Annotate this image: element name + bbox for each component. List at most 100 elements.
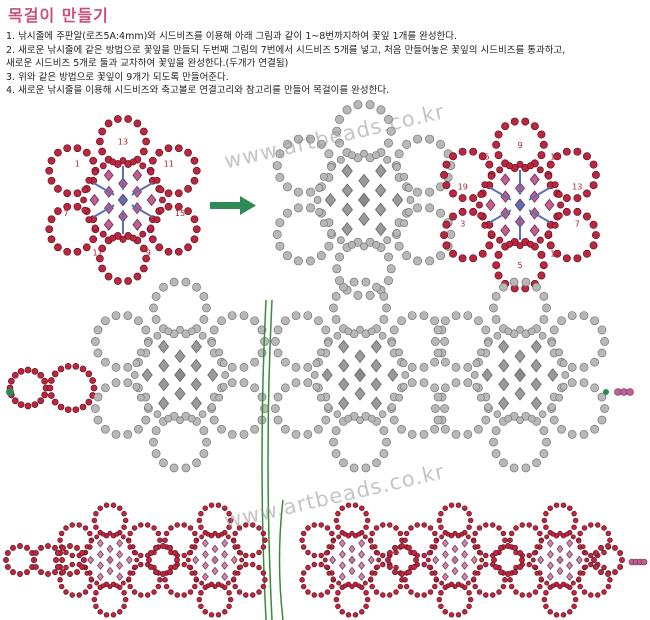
seed-bead	[84, 544, 90, 550]
seed-bead	[141, 325, 151, 335]
bicone-crystal	[341, 183, 354, 198]
seed-bead	[570, 534, 576, 540]
seed-bead	[527, 414, 536, 423]
seed-bead	[557, 530, 563, 536]
seed-bead	[85, 398, 93, 406]
bicone-crystal	[451, 544, 459, 554]
seed-bead	[356, 416, 364, 425]
seed-bead	[324, 241, 334, 251]
bicone-crystal	[106, 555, 114, 565]
petal-step-label: 15	[480, 152, 490, 161]
seed-bead	[478, 249, 487, 258]
seed-bead	[250, 383, 260, 393]
seed-bead	[507, 577, 513, 583]
seed-bead	[199, 426, 209, 435]
seed-bead	[24, 366, 32, 374]
seed-bead	[403, 583, 410, 590]
seed-bead	[481, 221, 489, 229]
bicone-crystal	[374, 183, 387, 198]
bicone-crystal	[348, 555, 356, 565]
seed-bead	[138, 552, 144, 559]
seed-bead	[436, 208, 446, 218]
seed-bead	[539, 292, 549, 301]
seed-bead	[363, 524, 369, 530]
seed-bead	[406, 196, 415, 204]
seed-bead	[181, 463, 191, 473]
seed-bead	[239, 362, 249, 372]
seed-bead	[181, 592, 187, 598]
seed-bead	[91, 517, 98, 524]
seed-bead	[199, 534, 205, 540]
seed-bead	[439, 580, 445, 586]
seed-bead	[368, 538, 374, 544]
bicone-crystal	[230, 555, 238, 565]
seed-bead	[163, 583, 170, 590]
seed-bead	[440, 231, 449, 240]
seed-bead	[543, 603, 549, 610]
seed-bead	[93, 392, 103, 402]
seed-bead	[429, 544, 435, 550]
petal-step-label: 13	[118, 138, 128, 147]
seed-bead	[459, 583, 465, 589]
seed-bead	[413, 203, 423, 213]
seed-bead	[24, 544, 30, 551]
seed-bead	[305, 525, 311, 531]
seed-bead	[120, 580, 126, 586]
seed-bead	[466, 510, 472, 517]
seed-bead	[438, 524, 444, 530]
seed-bead	[397, 530, 404, 537]
bicone-crystal	[158, 358, 170, 373]
thread-path	[528, 186, 551, 201]
petal-step-label: 7	[575, 220, 580, 229]
bicone-crystal	[451, 566, 459, 576]
seed-bead	[219, 382, 228, 391]
bicone-crystal	[370, 377, 382, 392]
seed-bead	[139, 127, 148, 136]
seed-bead	[481, 325, 491, 335]
seed-bead	[280, 357, 290, 367]
seed-bead	[311, 592, 318, 598]
thread-path	[131, 204, 153, 218]
seed-bead	[79, 564, 86, 570]
seed-bead	[397, 583, 404, 590]
seed-bead	[458, 254, 467, 263]
bicone-crystal	[566, 550, 574, 559]
seed-bead	[339, 609, 345, 615]
bicone-crystal	[211, 566, 219, 576]
seed-bead	[519, 592, 526, 598]
seed-bead	[142, 254, 151, 263]
seed-bead	[300, 530, 307, 537]
seed-bead	[311, 561, 318, 568]
seed-bead	[58, 530, 65, 537]
seed-bead	[573, 194, 582, 203]
seed-bead	[505, 543, 511, 549]
seed-bead	[430, 316, 440, 326]
bicone-crystal	[451, 555, 459, 565]
seed-bead	[47, 176, 56, 185]
bicone-crystal	[106, 566, 114, 576]
seed-bead	[153, 331, 162, 340]
seed-bead	[323, 550, 329, 556]
seed-bead	[426, 550, 432, 556]
seed-bead	[327, 163, 336, 172]
bicone-crystal	[370, 396, 382, 411]
seed-bead	[494, 130, 503, 139]
bicone-crystal	[211, 555, 219, 565]
seed-bead	[481, 415, 491, 425]
bicone-crystal	[338, 550, 346, 559]
bicone-crystal	[96, 538, 104, 548]
seed-bead	[324, 149, 334, 159]
seed-bead	[130, 570, 136, 576]
seed-bead	[198, 524, 204, 530]
seed-bead	[438, 510, 444, 517]
seed-bead	[430, 383, 440, 393]
seed-bead	[484, 403, 492, 411]
seed-bead	[133, 272, 142, 281]
seed-bead	[187, 589, 194, 595]
seed-bead	[282, 139, 292, 149]
seed-bead	[167, 569, 173, 576]
seed-bead	[459, 531, 465, 537]
seed-bead	[499, 282, 508, 292]
seed-bead	[407, 362, 417, 372]
seed-bead	[378, 410, 387, 419]
